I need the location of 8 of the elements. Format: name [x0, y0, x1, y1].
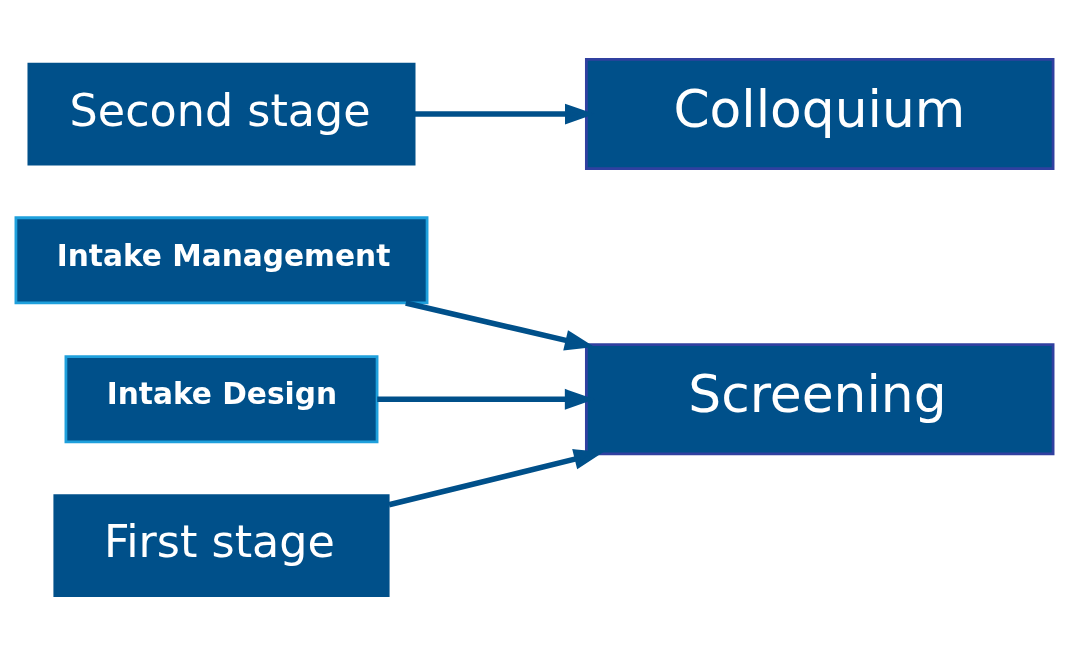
node-box: Intake Design	[64, 355, 379, 444]
node-box: First stage	[53, 494, 390, 597]
node-box: Screening	[584, 343, 1055, 456]
arrow	[405, 300, 595, 351]
node-box: Intake Management	[14, 216, 429, 305]
node-box: Second stage	[27, 62, 416, 166]
arrow	[388, 449, 604, 508]
node-box: Colloquium	[584, 58, 1055, 171]
